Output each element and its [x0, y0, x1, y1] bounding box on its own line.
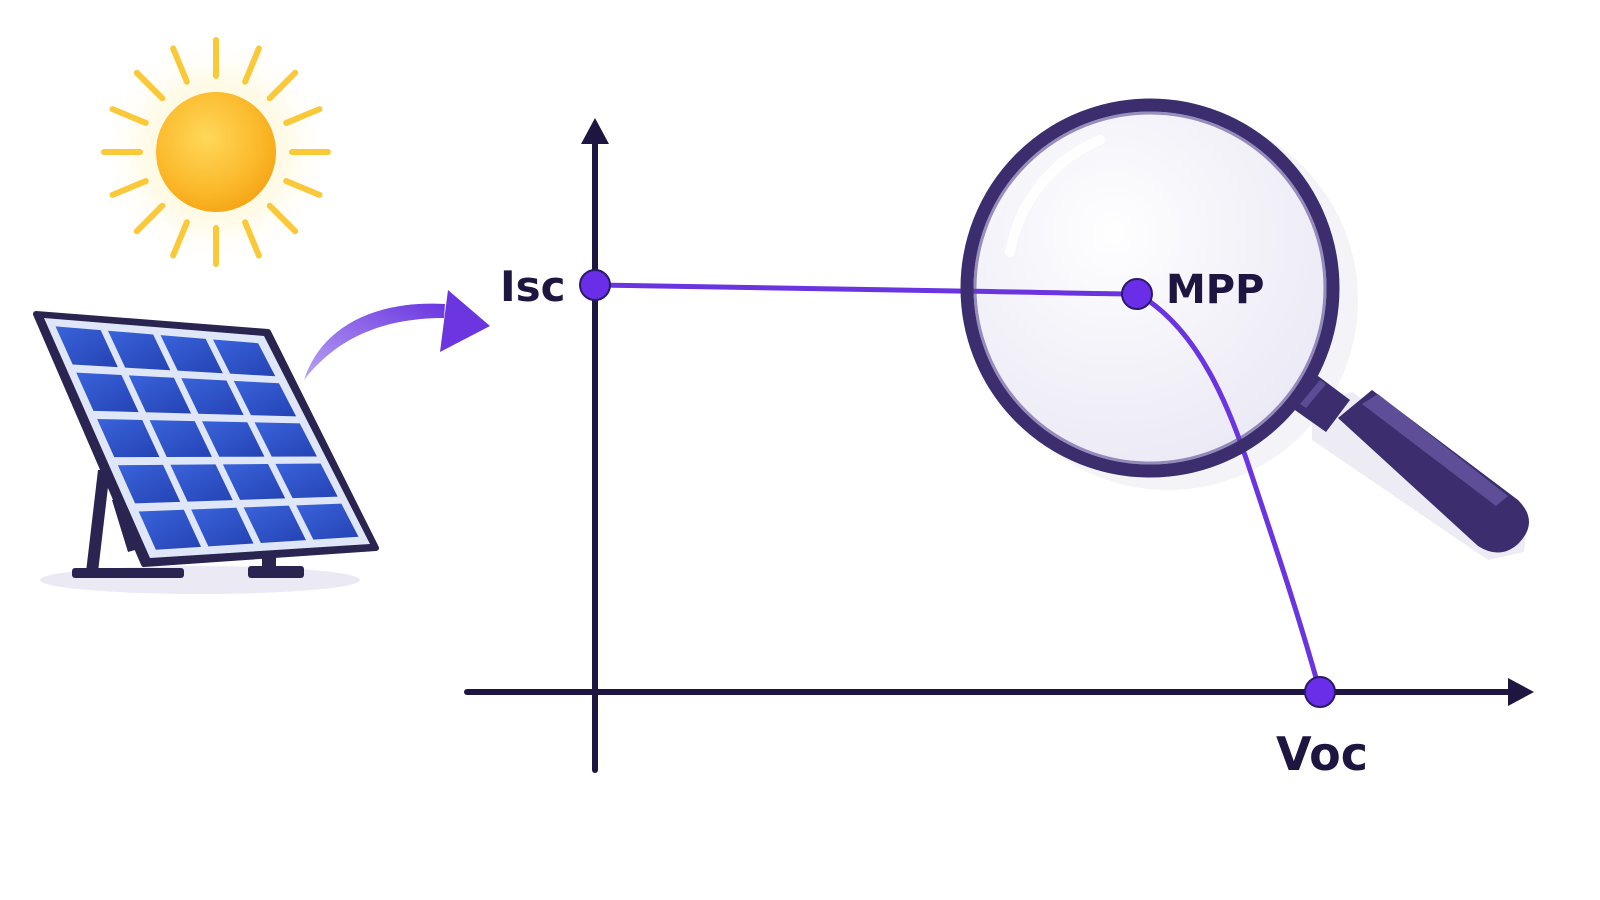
y-axis-arrowhead: [581, 118, 609, 144]
sun-ray: [133, 69, 166, 102]
panel-cell: [138, 509, 202, 550]
panel-cell: [97, 418, 160, 458]
panel-cell: [76, 372, 139, 413]
panel-cell: [222, 463, 286, 500]
panel-cell: [170, 464, 233, 502]
mpp-label: MPP: [1166, 267, 1264, 313]
sun-ray: [242, 219, 262, 259]
panel-cell: [107, 330, 171, 371]
sun-ray: [170, 219, 190, 259]
panel-cell: [181, 378, 244, 415]
panel-cell: [212, 339, 276, 377]
panel-cell: [55, 326, 118, 368]
panel-cell: [117, 464, 181, 504]
panel-cell: [254, 422, 317, 457]
solar-panel-icon: [33, 311, 379, 594]
panel-cell: [233, 380, 297, 417]
isc-label: Isc: [500, 262, 566, 311]
sun-rays: [101, 37, 331, 267]
panel-cell: [128, 375, 192, 414]
sun-icon: [98, 34, 334, 270]
isc-point: [579, 269, 611, 301]
sun-ray: [242, 45, 262, 85]
sun-ray: [283, 106, 323, 126]
sun-ray: [109, 106, 149, 126]
sun-ray: [266, 69, 299, 102]
panel-cell: [149, 420, 212, 457]
voc-point: [1304, 676, 1336, 708]
panel-cell: [296, 503, 359, 540]
panel-cell: [275, 463, 338, 499]
sun-ray: [266, 202, 299, 235]
mpp-point: [1121, 278, 1153, 310]
voc-label: Voc: [1276, 727, 1368, 781]
sun-ray: [109, 178, 149, 198]
panel-cell: [191, 507, 254, 547]
panel-cell: [243, 505, 307, 543]
panel-cell: [160, 335, 223, 374]
iv-curve: [592, 282, 1323, 695]
x-axis-arrowhead: [1508, 678, 1534, 706]
sun-ray: [170, 45, 190, 85]
magnifier-frame: [960, 98, 1529, 553]
sun-ray: [133, 202, 166, 235]
sun-ray: [283, 178, 323, 198]
panel-cell: [202, 421, 265, 457]
curved-arrow-icon: [304, 290, 490, 380]
chart-axes: [464, 118, 1534, 773]
panel-cells: [55, 326, 359, 550]
